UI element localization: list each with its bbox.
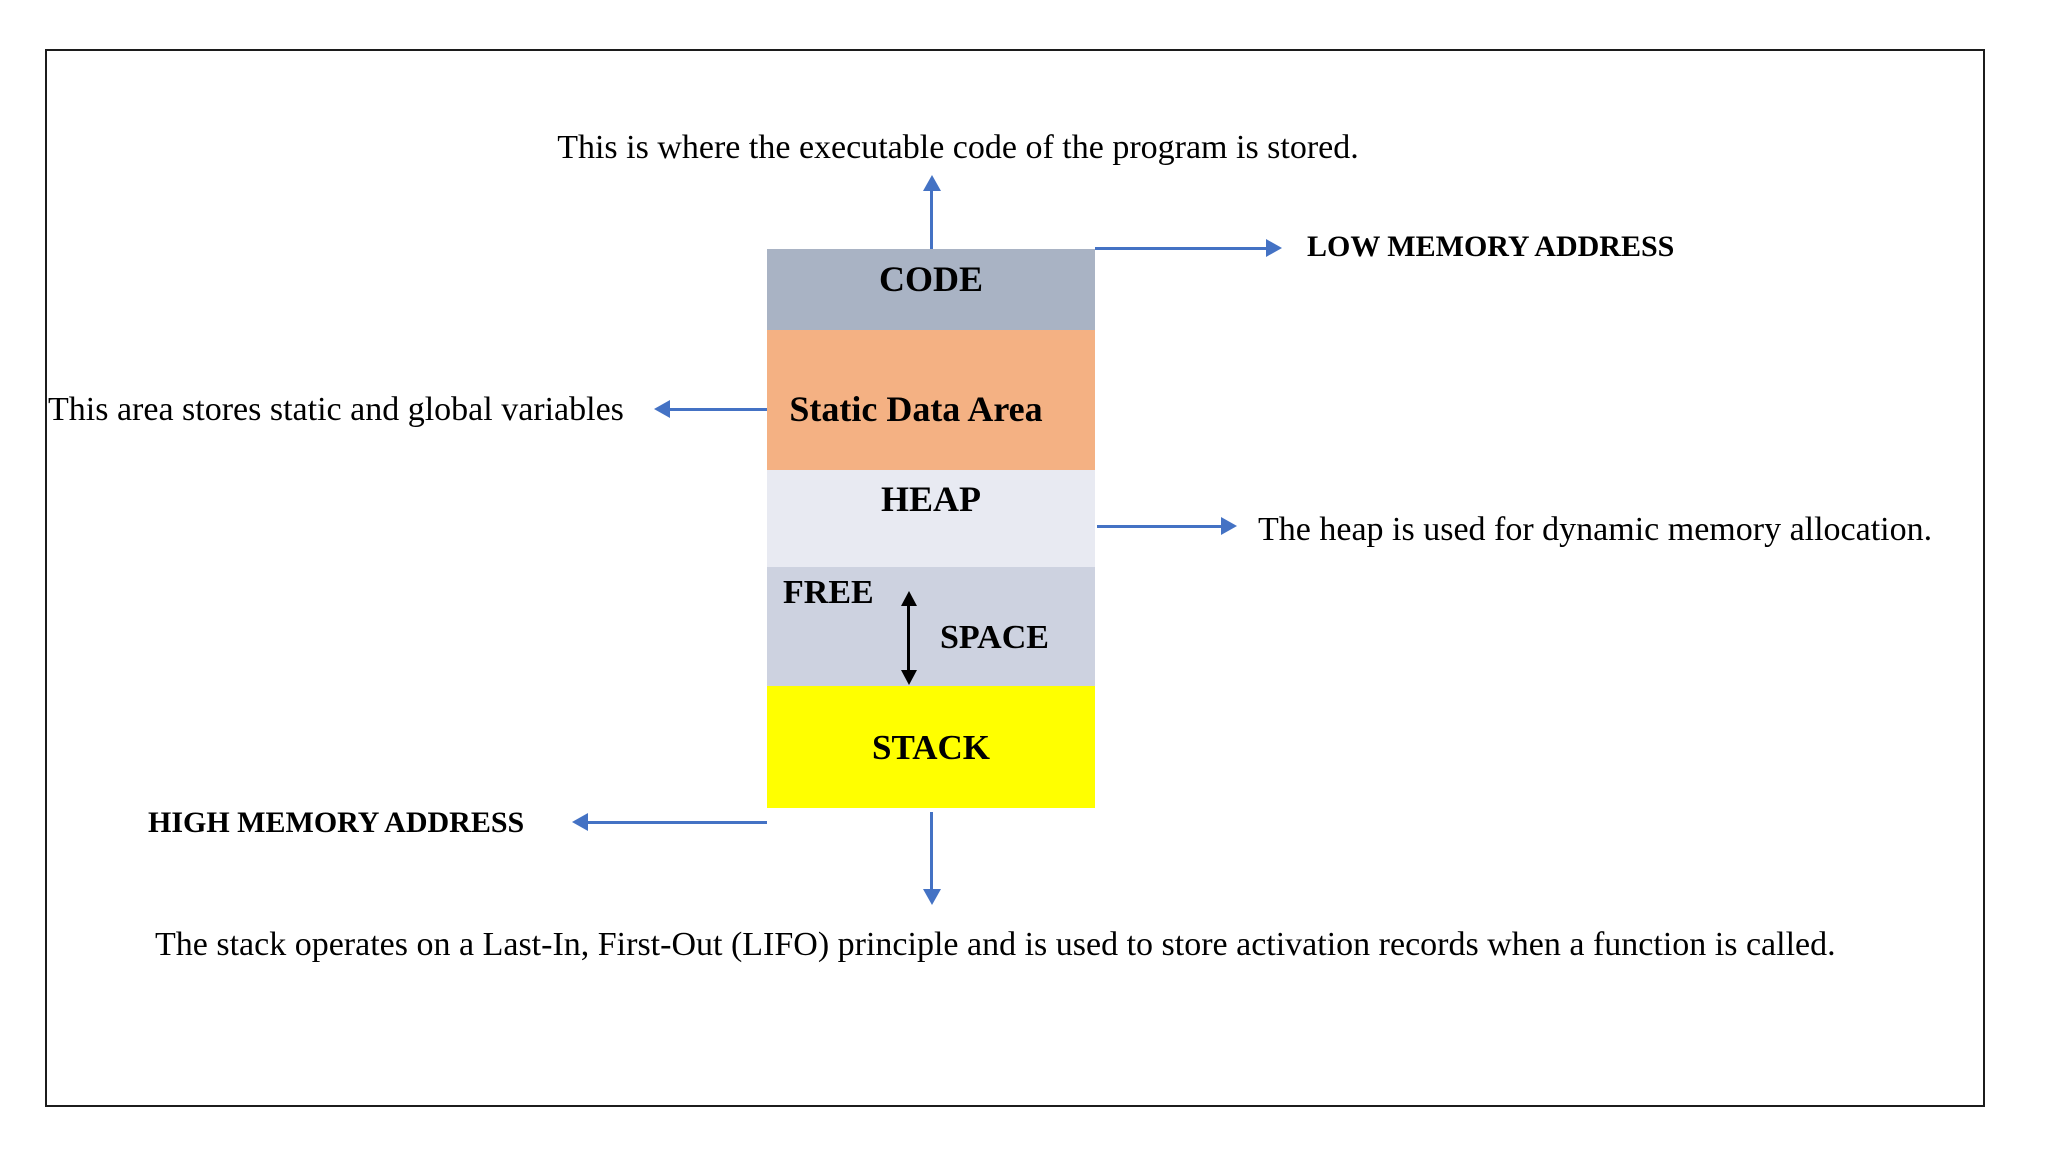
double-arrowhead-up-icon [901,591,917,606]
free-space-double-arrow [907,604,910,672]
memory-block-heap: HEAP [767,470,1095,567]
arrowhead-left-icon [572,813,588,831]
high-memory-address-label: HIGH MEMORY ADDRESS [148,806,525,839]
arrowhead-down-icon [923,889,941,905]
double-arrowhead-down-icon [901,670,917,685]
high-memory-arrow-line [588,821,767,824]
memory-block-code: CODE [767,249,1095,330]
stack-block-label: STACK [872,727,990,767]
memory-block-static-data: Static Data Area [767,330,1095,470]
heap-block-label: HEAP [880,478,981,519]
low-memory-arrow-line [1095,247,1267,250]
low-memory-address-label: LOW MEMORY ADDRESS [1307,230,1675,263]
heap-arrow-line [1097,525,1222,528]
memory-block-stack: STACK [767,686,1095,808]
arrowhead-right-icon [1266,239,1282,257]
stack-note: The stack operates on a Last-In, First-O… [155,926,1836,963]
static-data-arrow-line [670,408,767,411]
static-data-block-label: Static Data Area [789,389,1043,429]
stack-note-arrow-line [930,812,933,890]
arrowhead-right-icon [1221,517,1237,535]
heap-note: The heap is used for dynamic memory allo… [1258,511,1933,548]
static-data-note: This area stores static and global varia… [48,391,624,428]
code-block-label: CODE [878,258,983,299]
free-space-word-free: FREE [783,574,874,611]
free-space-word-space: SPACE [940,619,1049,656]
arrowhead-up-icon [923,175,941,191]
arrowhead-left-icon [654,400,670,418]
code-note-arrow-line [930,190,933,249]
code-note: This is where the executable code of the… [557,129,1359,166]
memory-block-free-space: FREE SPACE [767,567,1095,686]
